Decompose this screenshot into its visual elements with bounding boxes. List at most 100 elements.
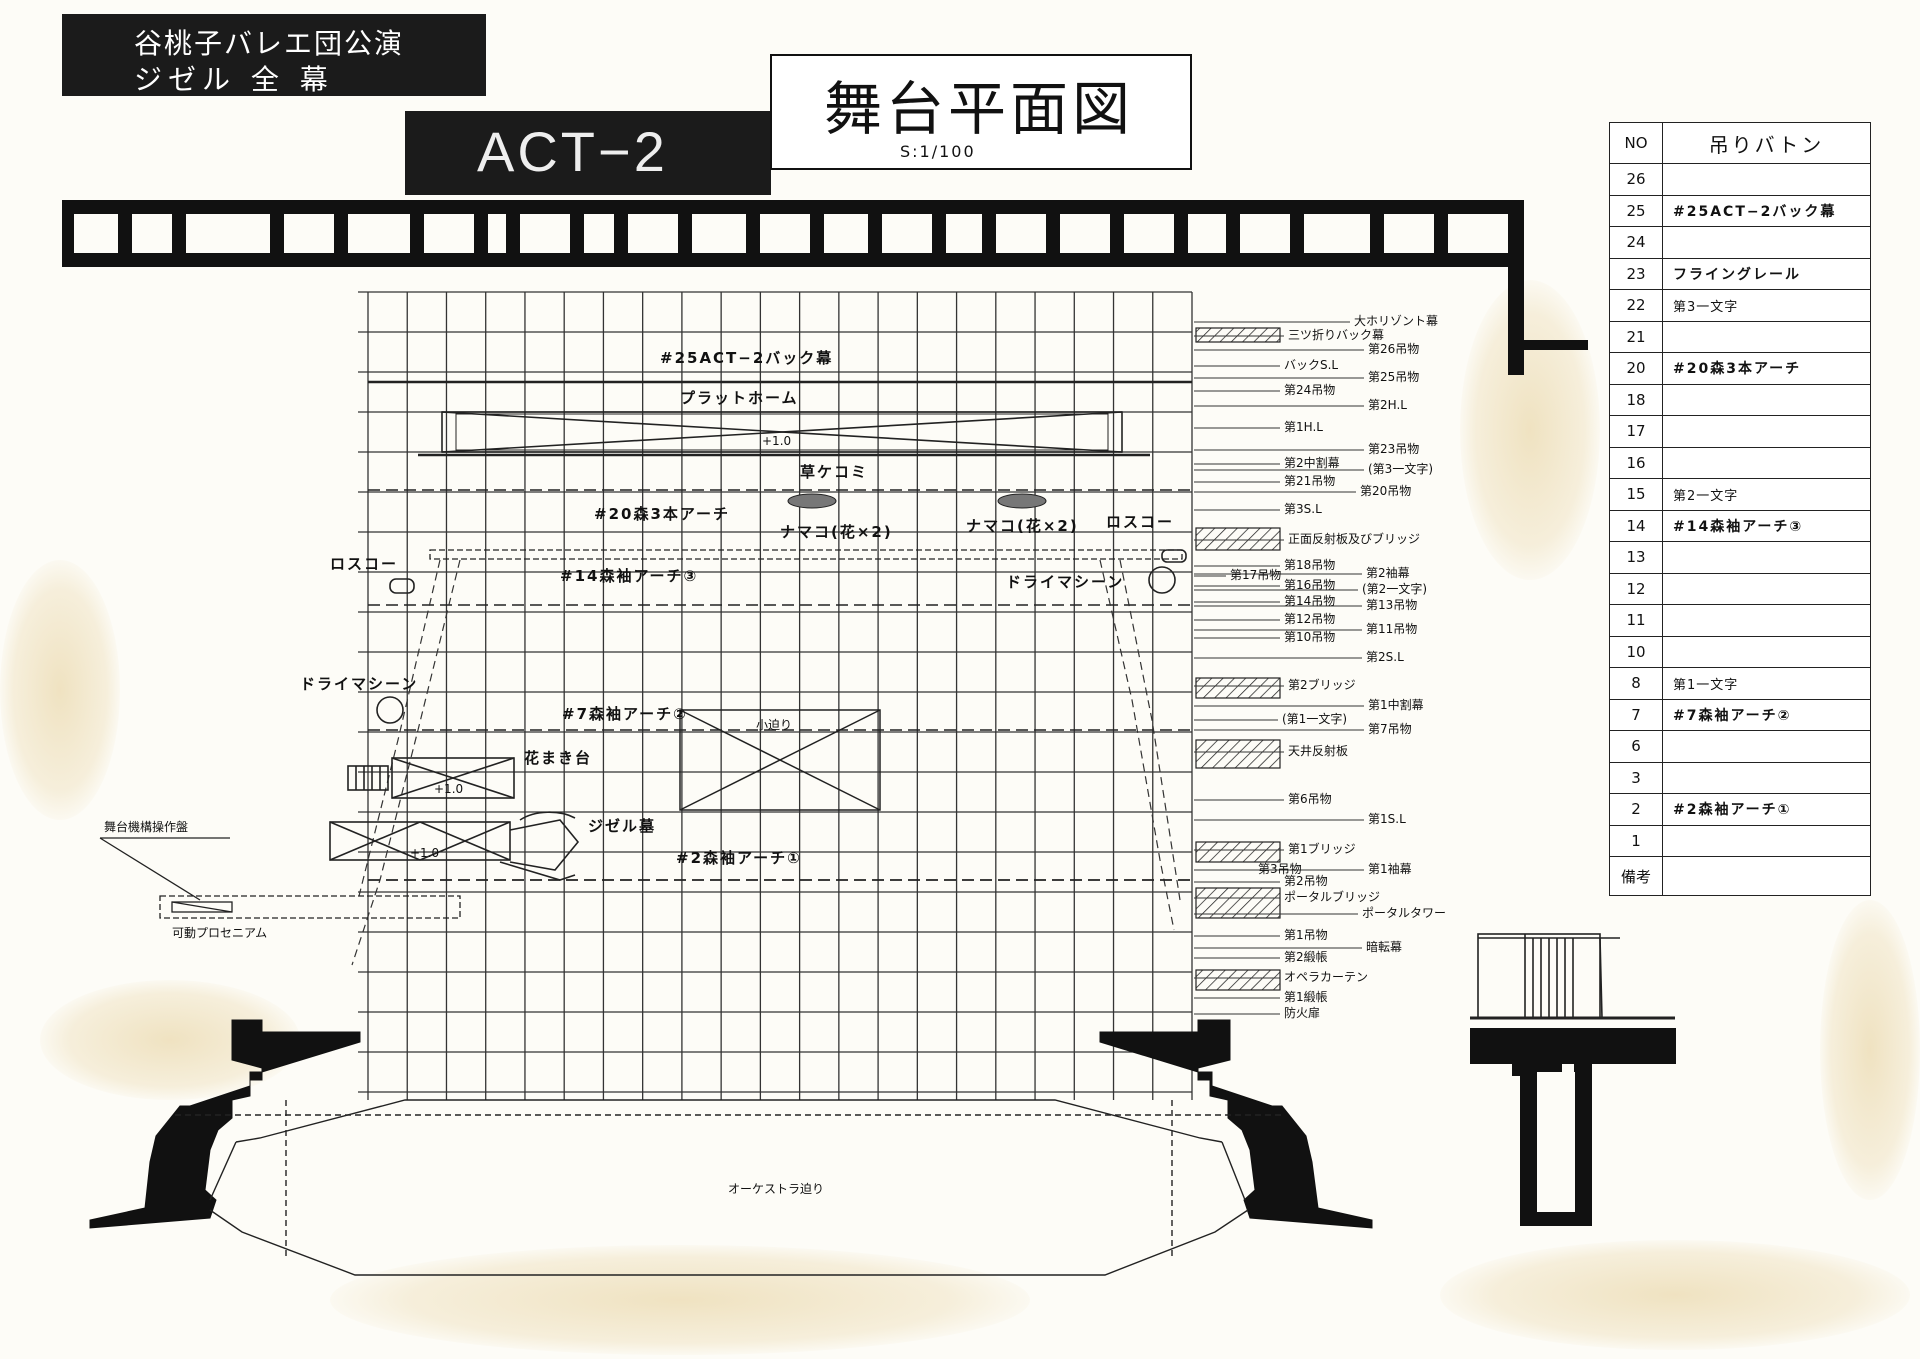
side-label: 第25吊物	[1368, 370, 1420, 384]
dry-ice-right-shape	[1148, 566, 1176, 594]
label-grass: 草ケコミ	[800, 463, 869, 481]
side-label: 第14吊物	[1284, 594, 1336, 608]
side-label: 第17吊物	[1230, 568, 1282, 582]
mark-plus-a: +1.0	[434, 782, 464, 796]
batten-row: 10	[1609, 635, 1871, 668]
batten-row-value	[1662, 604, 1871, 637]
stage-panel-shape	[99, 837, 461, 919]
plan-scale: S:1/100	[900, 142, 976, 161]
side-label: オペラカーテン	[1284, 970, 1369, 984]
side-label: (第3一文字)	[1368, 462, 1433, 476]
wall-post	[1174, 214, 1188, 253]
plan-title-box: 舞台平面図 S:1/100	[770, 54, 1192, 170]
wall-post	[868, 214, 882, 253]
side-hanging-marks	[1194, 321, 1364, 1015]
batten-row-value: フライングレール	[1662, 257, 1871, 290]
batten-row-value: #20森3本アーチ	[1662, 352, 1871, 385]
company-title-line1: 谷桃子バレエ団公演	[134, 27, 405, 60]
batten-remark-row: 備考	[1609, 856, 1871, 896]
stain	[1440, 1240, 1910, 1350]
label-platform: プラットホーム	[680, 389, 799, 407]
batten-row-value: #7森袖アーチ②	[1662, 698, 1871, 731]
batten-row: 26	[1609, 163, 1871, 196]
label-forest-arch-20: #20森3本アーチ	[594, 505, 730, 523]
side-label: (第1一文字)	[1282, 712, 1347, 726]
batten-row: 11	[1609, 604, 1871, 637]
side-label: 第24吊物	[1284, 383, 1336, 397]
rosco-right-shape	[1161, 549, 1187, 563]
batten-row-value	[1662, 320, 1871, 353]
proscenium-walls	[89, 1019, 1373, 1229]
batten-row-value: 第2一文字	[1662, 478, 1871, 511]
label-small-lift: 小迫り	[756, 718, 793, 732]
label-giselle-grave: ジゼル墓	[588, 817, 657, 835]
batten-row: 20#20森3本アーチ	[1609, 352, 1871, 385]
side-label: 第13吊物	[1366, 598, 1418, 612]
batten-row: 25#25ACT−2バック幕	[1609, 194, 1871, 227]
batten-row-value	[1662, 824, 1871, 857]
stain	[0, 560, 120, 820]
side-label: 第21吊物	[1284, 474, 1336, 488]
orchestra-pit	[175, 1099, 1285, 1276]
batten-row-value	[1662, 383, 1871, 416]
batten-row: 24	[1609, 226, 1871, 259]
batten-row: 18	[1609, 383, 1871, 416]
side-label: 第3吊物	[1258, 862, 1302, 876]
batten-row-value	[1662, 541, 1871, 574]
batten-row: 1	[1609, 824, 1871, 857]
batten-row-no: 16	[1609, 446, 1663, 479]
side-label: 第2袖幕	[1366, 566, 1410, 580]
side-label: 第1H.L	[1284, 420, 1323, 434]
hanging-lines	[368, 380, 1192, 881]
small-lift-shape	[679, 709, 881, 811]
batten-remark-label: 備考	[1609, 856, 1663, 896]
batten-row-value: 第1一文字	[1662, 667, 1871, 700]
label-orchestra-lift: オーケストラ迫り	[728, 1182, 825, 1196]
wall-post	[118, 214, 132, 253]
batten-row: 2#2森袖アーチ①	[1609, 793, 1871, 826]
batten-row-value: #25ACT−2バック幕	[1662, 194, 1871, 227]
wall-post	[570, 214, 584, 253]
side-label: 第23吊物	[1368, 442, 1420, 456]
act-label-box: ACT−2	[405, 111, 771, 195]
batten-row-no: 2	[1609, 793, 1663, 826]
stair-column-void	[1537, 1072, 1575, 1212]
batten-header-title: 吊りバトン	[1662, 122, 1871, 164]
side-label: 第16吊物	[1284, 578, 1336, 592]
dry-ice-left-shape	[376, 696, 404, 724]
batten-row-value: #14森袖アーチ③	[1662, 509, 1871, 542]
side-label: 暗転幕	[1366, 940, 1403, 954]
batten-row-no: 11	[1609, 604, 1663, 637]
batten-row-no: 21	[1609, 320, 1663, 353]
namako-mounds	[787, 493, 1047, 509]
batten-row-no: 10	[1609, 635, 1663, 668]
wall-post	[172, 214, 186, 253]
batten-remark-value	[1662, 856, 1871, 896]
side-label: バックS.L	[1284, 358, 1339, 372]
rosco-left-shape	[389, 578, 415, 594]
side-label: 第7吊物	[1368, 722, 1412, 736]
batten-row-no: 8	[1609, 667, 1663, 700]
label-forest-sleeve-14: #14森袖アーチ③	[560, 567, 699, 585]
side-label: 第1吊物	[1284, 928, 1328, 942]
hatched-structure	[1195, 739, 1281, 769]
batten-row-no: 14	[1609, 509, 1663, 542]
company-title-box: 谷桃子バレエ団公演 ジゼル 全 幕	[62, 14, 486, 96]
building-wall	[62, 200, 1588, 375]
label-flower-stand: 花まき台	[524, 749, 593, 767]
wall-post	[982, 214, 996, 253]
label-namako-left: ナマコ(花×2)	[780, 523, 893, 541]
giselle-grave-shape	[329, 811, 580, 881]
mark-plus-b: +1.0	[410, 846, 440, 860]
side-label: 第2ブリッジ	[1288, 678, 1356, 692]
batten-header-no: NO	[1609, 122, 1663, 164]
side-label: (第2一文字)	[1362, 582, 1427, 596]
stage-grid	[358, 291, 1193, 1100]
side-label: 第26吊物	[1368, 342, 1420, 356]
side-label: 第18吊物	[1284, 558, 1336, 572]
label-rosco-left: ロスコー	[330, 555, 399, 573]
